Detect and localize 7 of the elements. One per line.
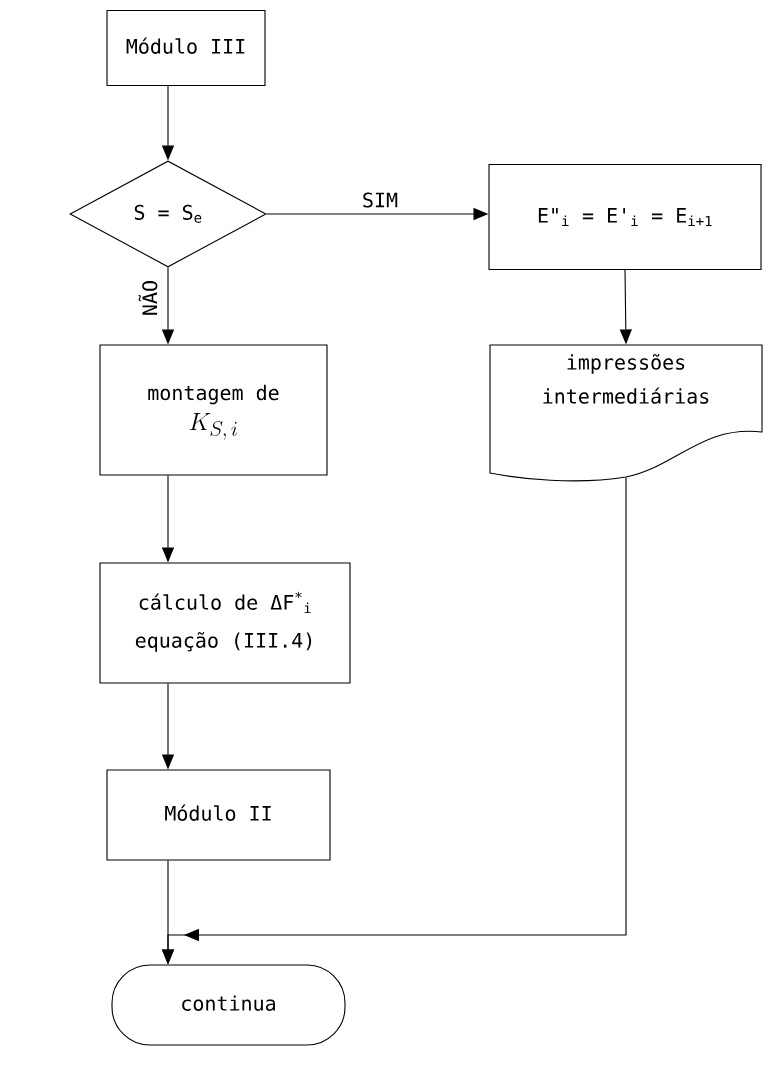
edge-label: NÃO: [137, 278, 159, 318]
process-box: E"$_{i}$ = E'$_{i}$ = E$_{i+1}$: [488, 163, 762, 271]
process-box: Módulo III: [106, 9, 266, 87]
process-box: montagem de $K_{S,\,i}$: [99, 344, 328, 476]
edge-label: SIM: [360, 191, 400, 209]
process-box: cálculo de ΔF$^{*}$i equação (III.4): [99, 562, 351, 684]
process-box: Módulo II: [106, 769, 331, 861]
